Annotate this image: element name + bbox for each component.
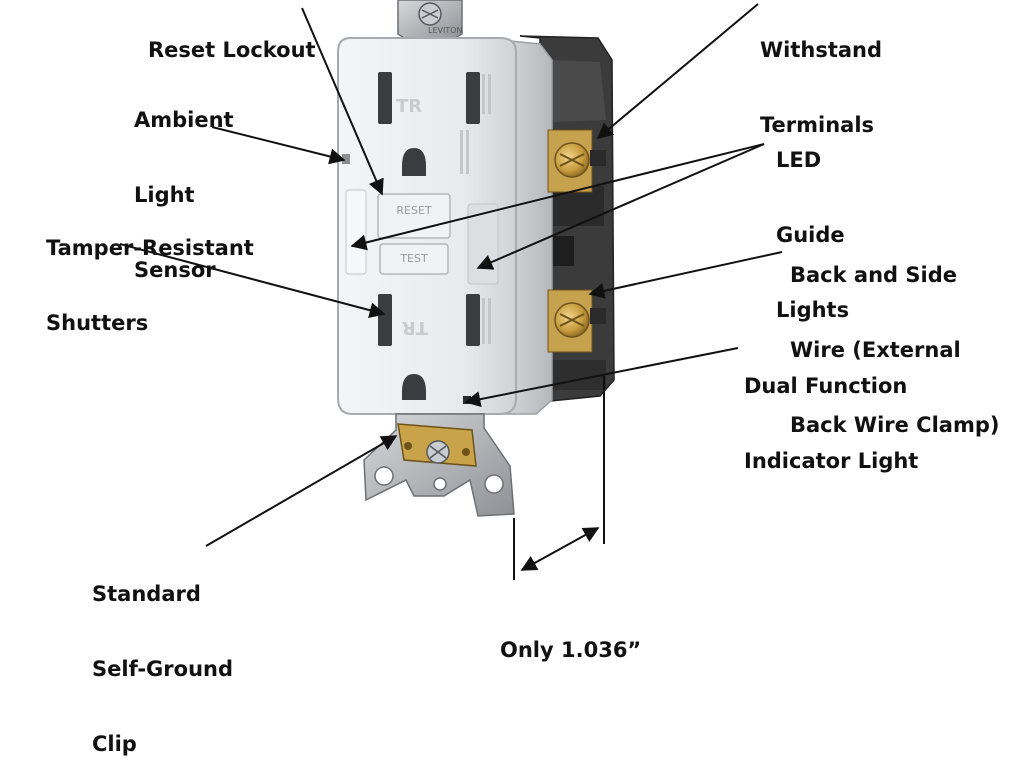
tr-mark-bottom: TR bbox=[402, 317, 428, 338]
test-button[interactable]: TEST bbox=[379, 243, 449, 275]
leader-reset-lockout bbox=[301, 7, 384, 196]
brand-mark: LEVITON bbox=[428, 26, 463, 35]
top-mounting-strap: LEVITON bbox=[397, 0, 463, 43]
label-dual-function-indicator: Dual Function Indicator Light bbox=[744, 374, 919, 473]
label-tamper-resistant-shutters: Tamper-Resistant Shutters bbox=[46, 236, 254, 335]
receptacle-diagram: LEVITON TR TR bbox=[119, 0, 783, 580]
tr-mark-top: TR bbox=[396, 96, 422, 117]
leader-ambient-sensor bbox=[211, 126, 346, 165]
upper-brass-terminal bbox=[547, 129, 606, 193]
label-led-guide-lights: LED Guide Lights bbox=[776, 148, 850, 322]
label-only-depth: Only 1.036” bbox=[500, 638, 642, 662]
leader-back-side-wire bbox=[588, 251, 783, 299]
lower-brass-terminal bbox=[547, 289, 606, 353]
leader-led-right bbox=[476, 143, 765, 270]
leader-ground-clip bbox=[205, 435, 398, 547]
label-back-side-wire: Back and Side Wire (External Back Wire C… bbox=[790, 263, 1000, 437]
bottom-mounting-strap bbox=[363, 413, 515, 517]
test-button-label: TEST bbox=[399, 252, 428, 265]
label-withstand-terminals: Withstand Terminals bbox=[760, 38, 883, 137]
leader-indicator-light bbox=[464, 347, 739, 408]
label-ambient-light-sensor: Ambient Light Sensor bbox=[134, 108, 234, 282]
upper-outlet: TR bbox=[378, 72, 480, 176]
leader-led-left bbox=[350, 143, 765, 251]
leader-withstand-terminals bbox=[596, 3, 759, 140]
ambient-light-sensor bbox=[342, 154, 350, 164]
label-standard-self-ground-clip: Standard Self-Ground Clip bbox=[92, 582, 234, 756]
reset-button-label: RESET bbox=[396, 204, 432, 217]
lower-outlet: TR bbox=[378, 294, 480, 400]
depth-dimension-arrow bbox=[520, 527, 600, 571]
label-reset-lockout: Reset Lockout bbox=[148, 38, 316, 62]
led-guide-light-left bbox=[345, 189, 367, 275]
leader-tamper-shutters bbox=[119, 243, 386, 319]
